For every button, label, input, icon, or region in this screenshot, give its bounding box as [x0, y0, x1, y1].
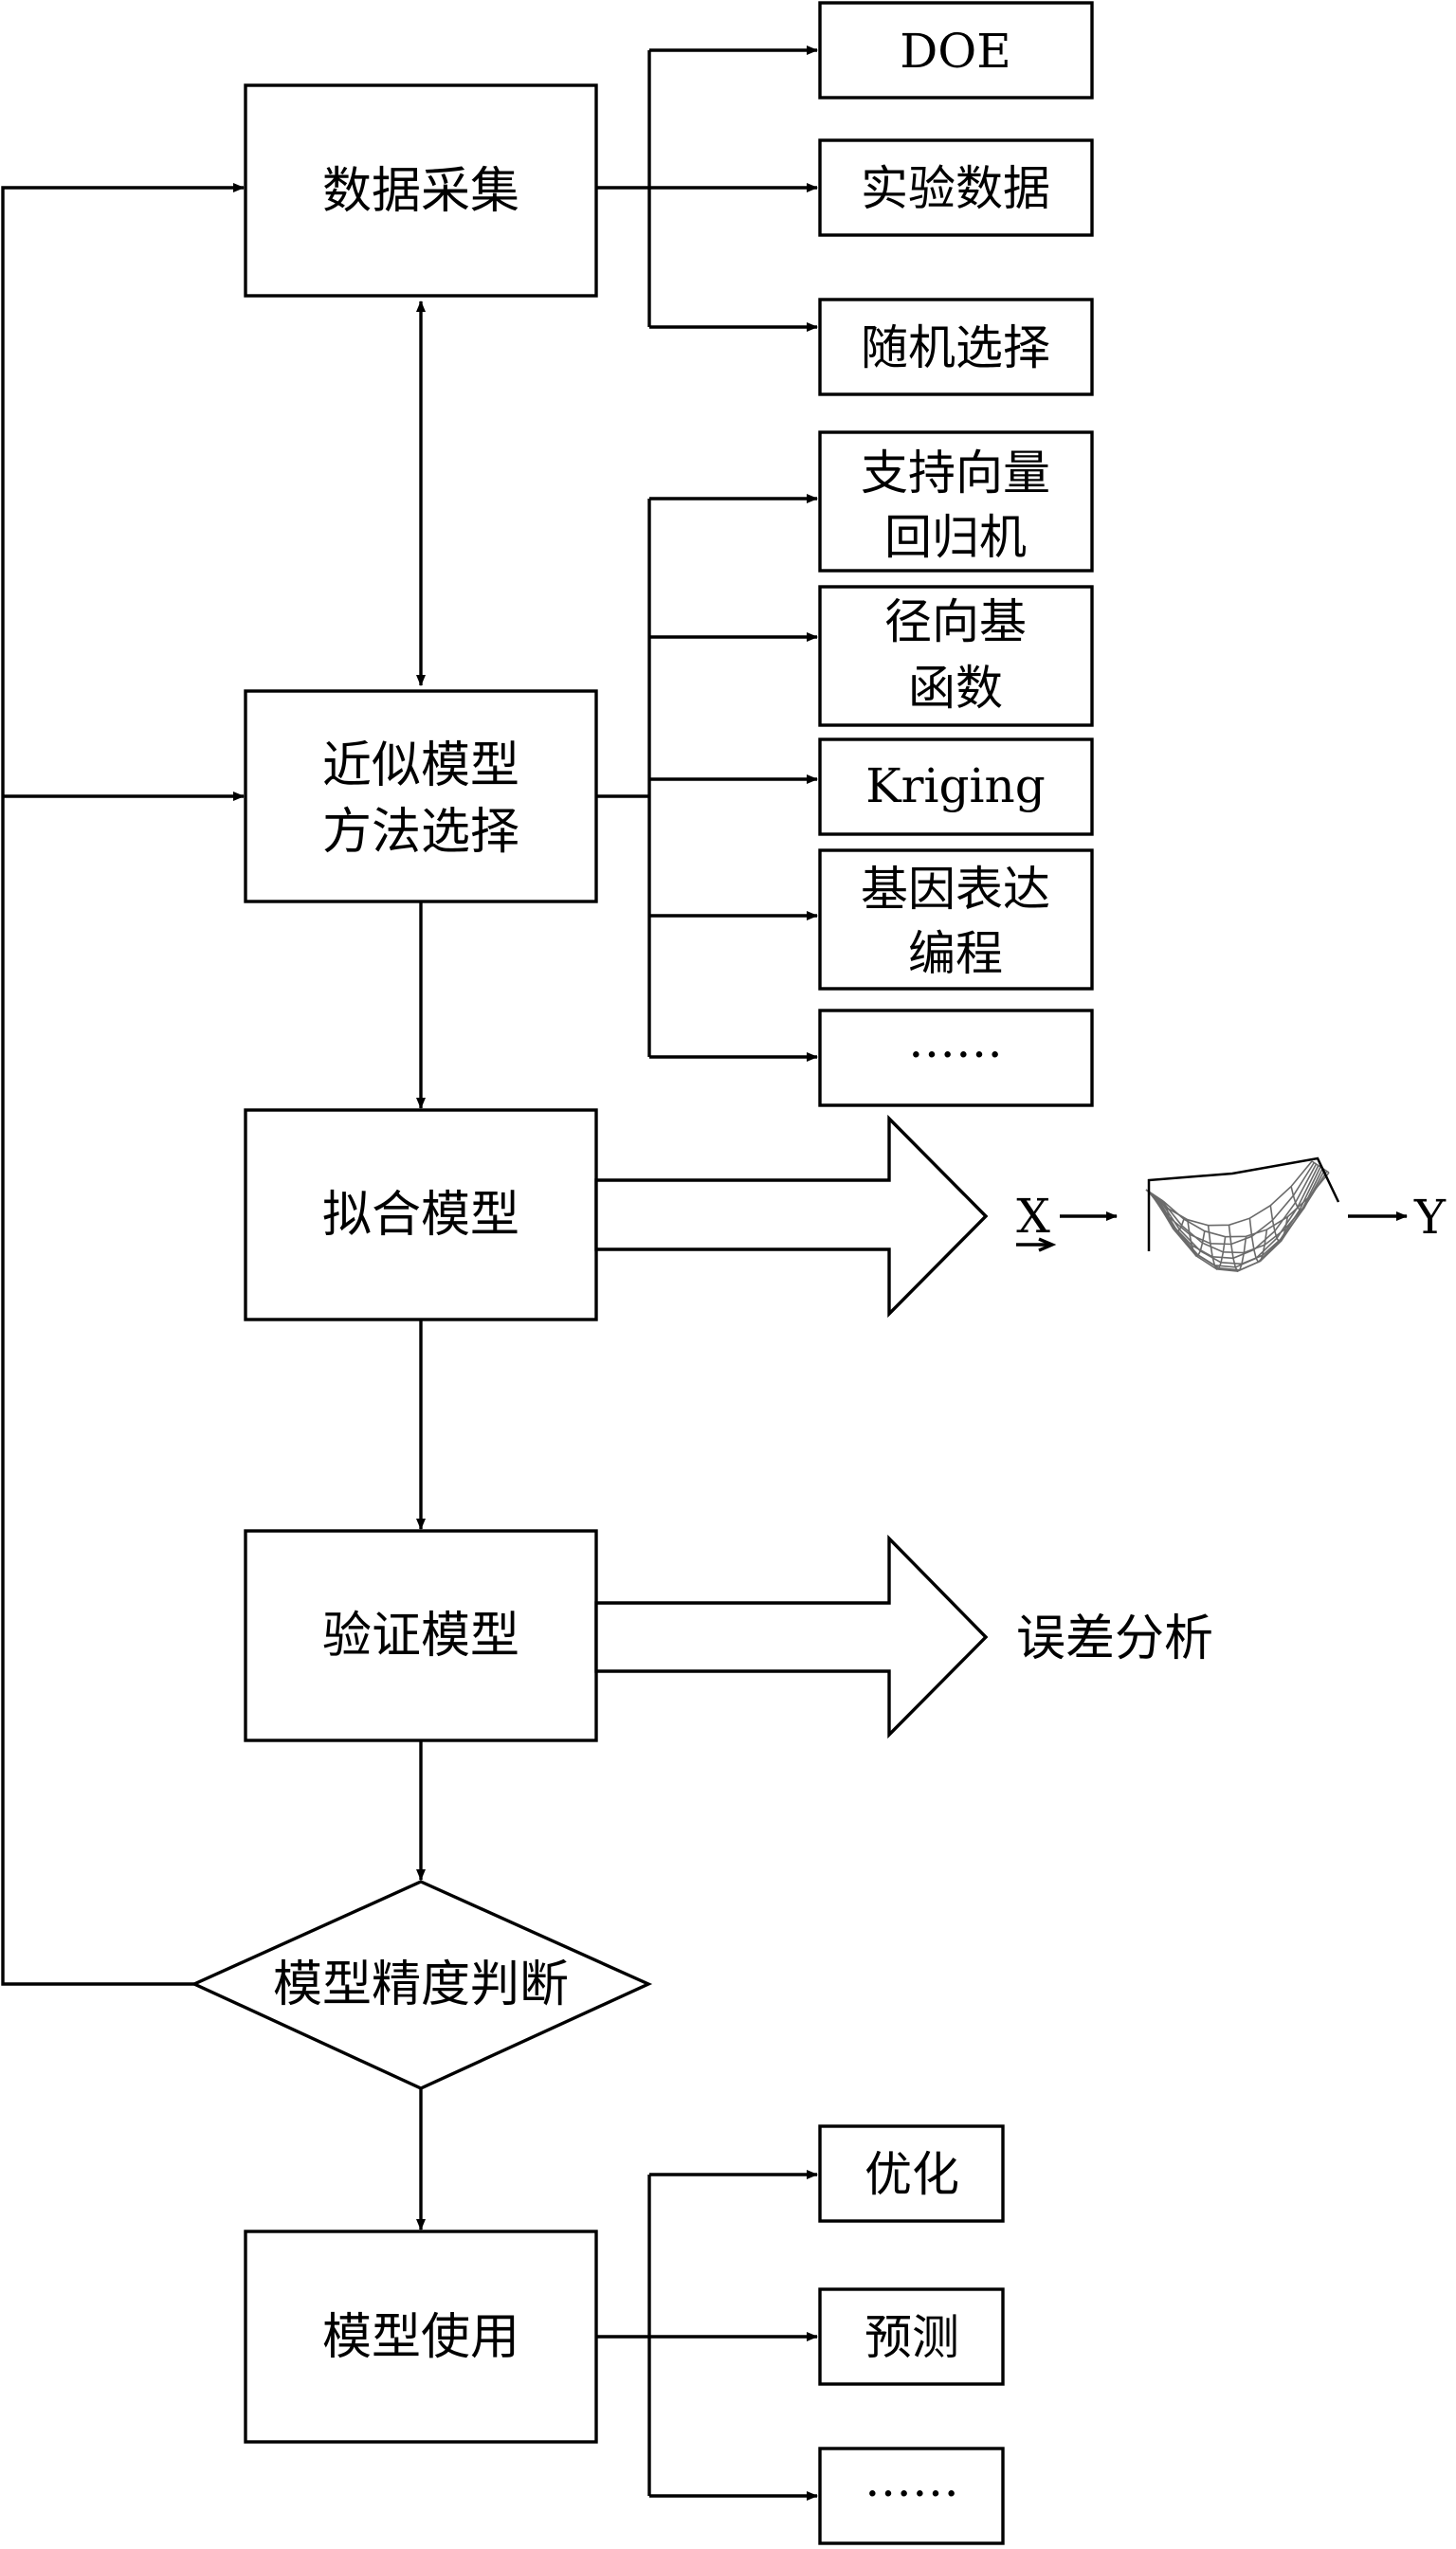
method-selection-label-line1: 近似模型 [322, 737, 519, 794]
method-more-label: …… [908, 1013, 1003, 1068]
fit-model-node: 拟合模型 [244, 1108, 598, 1321]
method-gep-label-line1: 基因表达 [861, 862, 1050, 917]
data-collection-label: 数据采集 [322, 163, 519, 220]
use-more-label: …… [864, 2452, 959, 2507]
use-predict-label: 预测 [864, 2310, 959, 2365]
precision-judgment-label: 模型精度判断 [273, 1957, 569, 2013]
method-selection-label-line2: 方法选择 [322, 804, 519, 861]
input-vector-arrowhead [1038, 1237, 1057, 1252]
use-optimize-label: 优化 [864, 2147, 959, 2202]
data-source-experiment-label: 实验数据 [861, 161, 1050, 216]
fit-output-y-label: Y [1413, 1190, 1447, 1245]
fit-input-x-label: X [1016, 1189, 1050, 1244]
verify-model-label: 验证模型 [322, 1608, 519, 1665]
fit-output-group: X Y [594, 1114, 1447, 1319]
method-gep-box [818, 848, 1094, 991]
method-rbf-label-line2: 函数 [908, 661, 1003, 716]
verify-output-group: 误差分析 [594, 1534, 1213, 1739]
method-rbf-label-line1: 径向基 [884, 594, 1027, 649]
method-more-box [818, 1009, 1094, 1107]
use-model-node: 模型使用 [244, 2230, 598, 2444]
method-branch: 支持向量 回归机 径向基 函数 Kriging 基因表达 编程 …… [596, 430, 1094, 1107]
use-model-label: 模型使用 [322, 2309, 519, 2366]
method-svr-box [818, 430, 1094, 573]
use-predict-box [818, 2287, 1005, 2386]
method-kriging-box [818, 737, 1094, 836]
verify-model-node: 验证模型 [244, 1529, 598, 1742]
precision-judgment-node: 模型精度判断 [190, 1880, 653, 2090]
data-source-doe-label: DOE [900, 24, 1011, 79]
method-selection-node: 近似模型 方法选择 [244, 689, 598, 903]
data-source-branch: DOE 实验数据 随机选择 [596, 1, 1094, 396]
method-svr-label-line2: 回归机 [884, 510, 1027, 565]
data-collection-node: 数据采集 [244, 83, 598, 298]
fit-hollow-arrow [594, 1114, 989, 1319]
method-kriging-label: Kriging [865, 758, 1045, 813]
method-gep-label-line2: 编程 [908, 926, 1003, 981]
feedback-to-collection-arrow [1, 183, 245, 1986]
method-rbf-box [818, 585, 1094, 727]
use-more-box [818, 2447, 1005, 2545]
data-source-experiment-box [818, 138, 1094, 237]
fit-model-label: 拟合模型 [322, 1187, 519, 1244]
data-source-doe-box [818, 1, 1094, 100]
data-source-random-box [818, 298, 1094, 396]
method-svr-label-line1: 支持向量 [861, 446, 1050, 501]
use-branch: 优化 预测 …… [596, 2124, 1005, 2545]
response-surface-icon [1145, 1156, 1340, 1273]
error-analysis-label: 误差分析 [1016, 1611, 1213, 1667]
data-source-random-label: 随机选择 [861, 320, 1050, 375]
use-optimize-box [818, 2124, 1005, 2223]
verify-hollow-arrow [594, 1534, 989, 1739]
